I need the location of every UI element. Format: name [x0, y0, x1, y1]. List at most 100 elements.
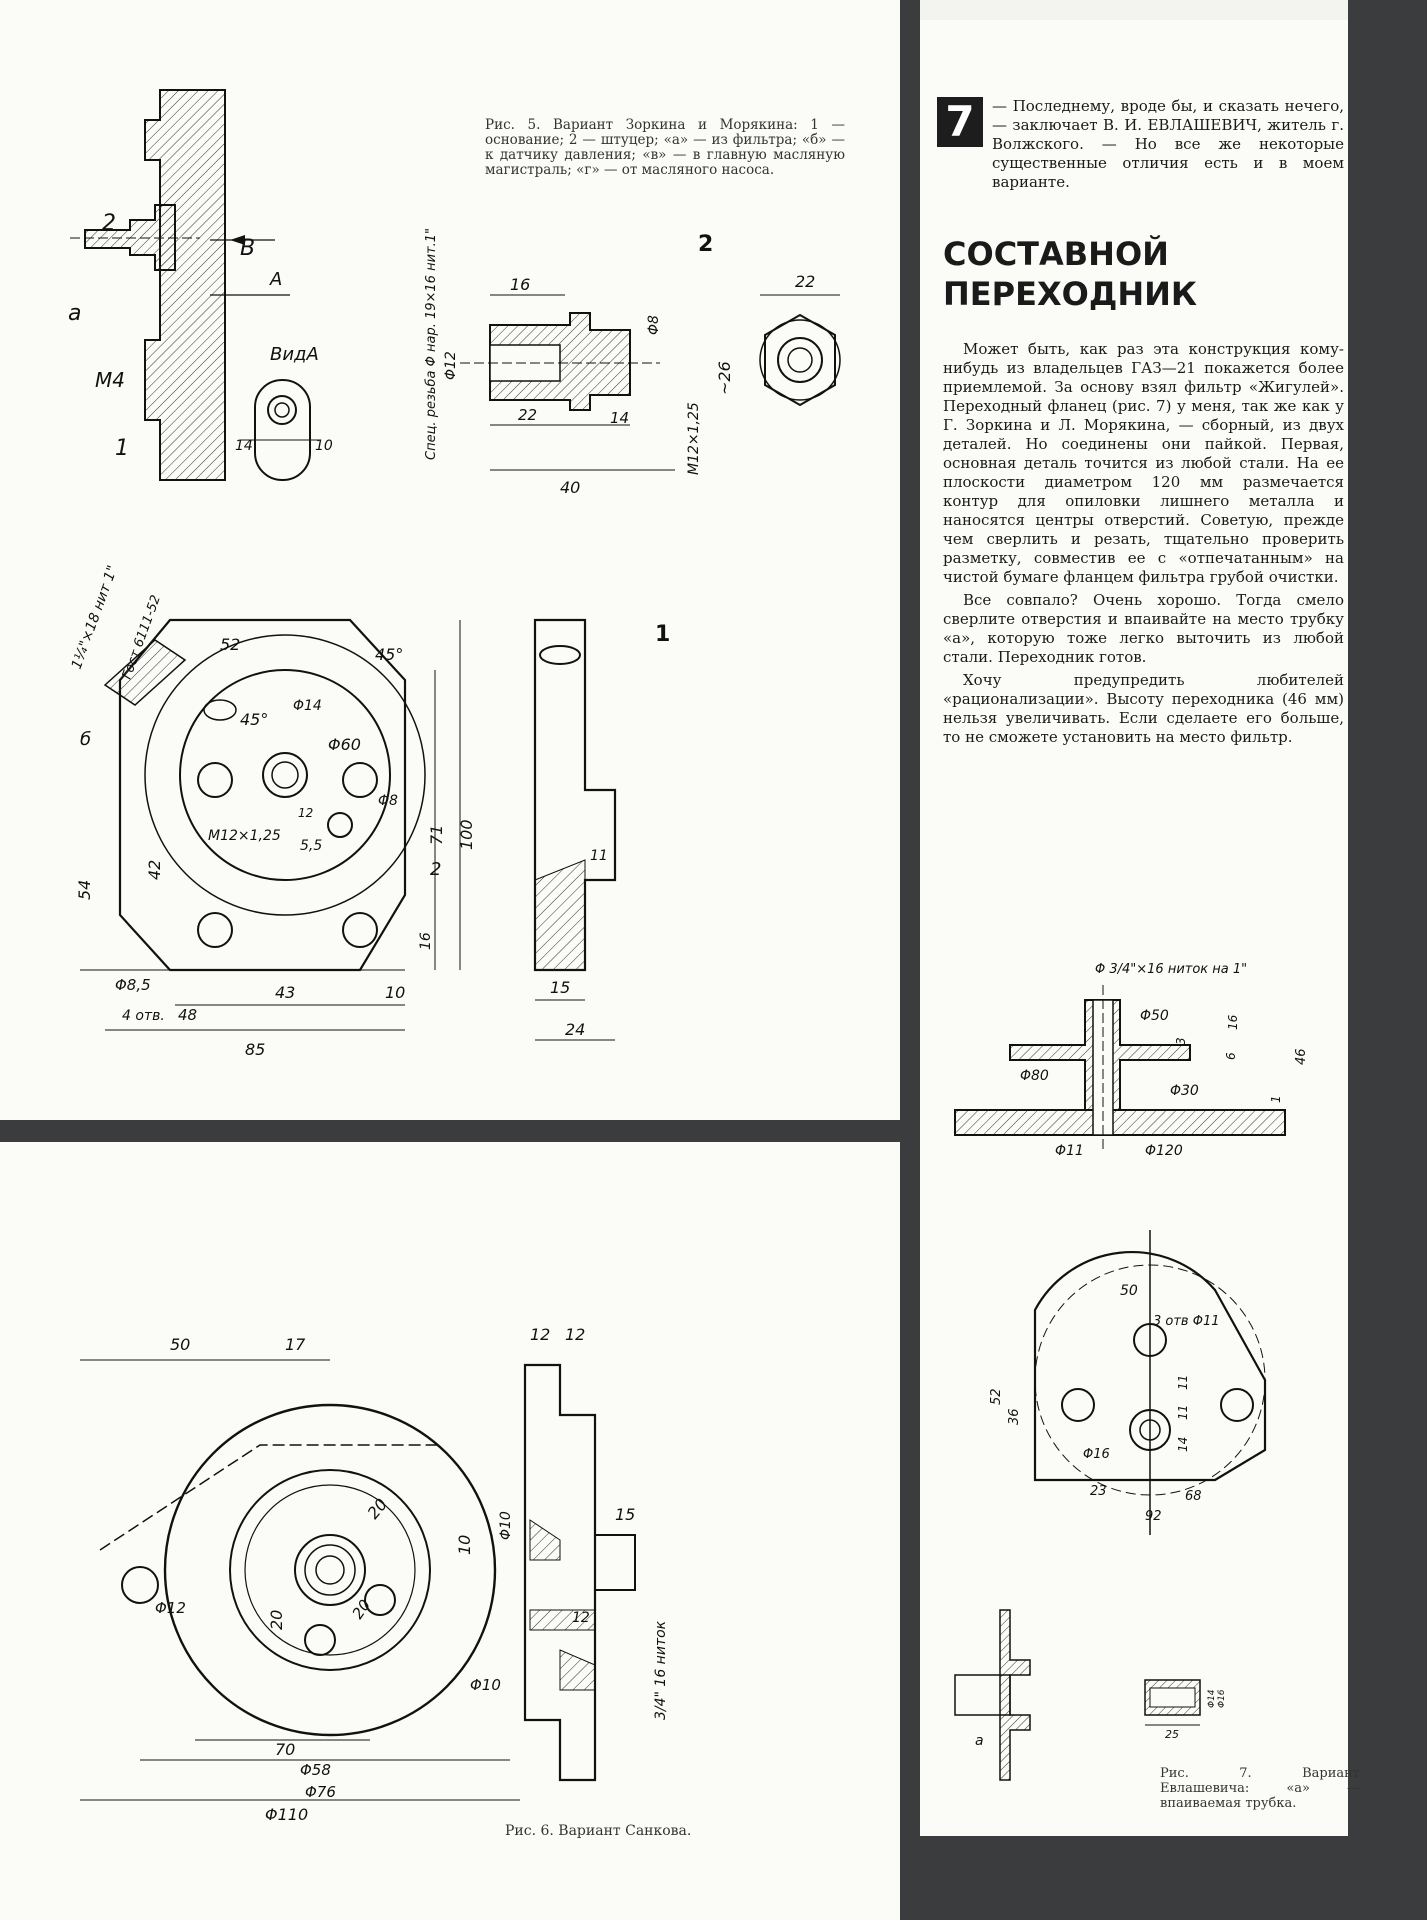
fig6-drawing: 50 17 12 12 20 20 20 10 Φ10 15 Φ12 12 3/… [80, 1325, 669, 1824]
fig6-caption: Рис. 6. Вариант Санкова. [505, 1823, 692, 1839]
fig5-part2-number: 2 [698, 232, 714, 257]
fig7p-d52: 52 [989, 1388, 1004, 1405]
article-title-line1: СОСТАВНОЙ [943, 235, 1169, 273]
fig5p1-part2: 2 [430, 859, 441, 880]
fig5p1-phi14: Φ14 [293, 698, 322, 714]
fig7-caption: Рис. 7. Вариант Евлашевича: «а» — впаива… [1160, 1766, 1360, 1811]
fig5p1-d54: 54 [75, 880, 94, 900]
fig6-d10: 10 [455, 1535, 474, 1555]
fig5-label-a-arrow: А [269, 269, 282, 290]
fig7d-a: а [975, 1733, 984, 1749]
fig5p1-m12: М12×1,25 [208, 828, 281, 844]
article-title-line2: ПЕРЕХОДНИК [943, 275, 1198, 313]
fig5p1-d10: 10 [385, 983, 405, 1002]
fig5p1-a45: 45° [240, 710, 268, 729]
article-paragraph: Хочу предупредить любителей «рационализа… [943, 671, 1344, 746]
fig6-d50: 50 [170, 1335, 190, 1354]
fig5p1-d71: 71 [427, 825, 446, 845]
fig5p1-holes: 4 отв. [122, 1008, 165, 1024]
fig5-label-b: В [240, 236, 255, 261]
fig6-d12a: 12 [530, 1325, 550, 1344]
fig6-phi10a: Φ10 [498, 1511, 514, 1540]
fig7-phi120: Φ120 [1145, 1143, 1183, 1159]
fig5p1-d52: 52 [220, 635, 240, 654]
fig6-d70: 70 [275, 1740, 295, 1759]
fig7p-phi16: Φ16 [1083, 1447, 1110, 1462]
right-column-panel [920, 20, 1348, 1836]
fig5p1-d48: 48 [178, 1006, 197, 1024]
fig5p1-d24: 24 [565, 1020, 585, 1039]
fig5-part1-number: 1 [655, 622, 671, 647]
fig7-section-drawing: Φ 3/4"×16 ниток на 1" Φ50 16 3 6 46 Φ80 … [954, 962, 1309, 1159]
fig7p-holes: 3 отв Φ11 [1153, 1314, 1220, 1329]
section-number-badge: 7 [937, 97, 983, 147]
fig6-thread: 3/4" 16 ниток [653, 1620, 669, 1720]
intro-paragraph: — Последнему, вроде бы, и сказать нечего… [992, 97, 1344, 191]
fig7p-d11a: 11 [1176, 1375, 1190, 1390]
fig5p1-thread: 1¼"×18 нит 1" [69, 563, 121, 671]
fig5p1-b: б [80, 729, 91, 750]
fig5-label-view: ВидА [270, 344, 319, 365]
fig6-phi110: Φ110 [265, 1805, 308, 1824]
fig5p1-d55: 5,5 [300, 838, 322, 854]
fig5p1-d100: 100 [457, 819, 476, 850]
fig5-caption: Рис. 5. Вариант Зоркина и Морякина: 1 — … [485, 117, 845, 178]
fig5p1-d43: 43 [275, 983, 295, 1002]
fig5-part2-drawing: 16 22 Φ8 Φ12 Спец. резьба Φ нар. 19×16 н… [424, 228, 841, 497]
fig6-phi76: Φ76 [305, 1783, 336, 1801]
article-paragraph: Может быть, как раз эта конструкция кому… [943, 340, 1344, 586]
fig6-d20a: 20 [364, 1495, 392, 1523]
separator-horizontal [0, 1120, 920, 1142]
fig5p2-phi8: Φ8 [646, 315, 662, 335]
fig5p1-d15: 15 [550, 978, 570, 997]
fig5p2-dim-26: ~26 [715, 361, 734, 395]
fig5p2-thread: Спец. резьба Φ нар. 19×16 нит.1" [424, 228, 439, 460]
fig5p2-m12: М12×1,25 [686, 402, 702, 475]
fig6-d20b: 20 [267, 1610, 286, 1630]
bottom-left-panel [0, 1142, 900, 1920]
fig7-d46: 46 [1294, 1048, 1309, 1065]
fig7p-d14: 14 [1176, 1437, 1190, 1452]
fig6-phi58: Φ58 [300, 1761, 331, 1779]
fig5-label-2: 2 [102, 211, 116, 236]
fig7-phi50: Φ50 [1140, 1008, 1169, 1024]
fig7p-d50: 50 [1120, 1283, 1138, 1299]
fig5p1-phi60: Φ60 [328, 735, 361, 754]
fig5p1-phi85: Φ8,5 [115, 976, 151, 994]
fig5p1-d11: 11 [590, 848, 608, 864]
fig6-phi10b: Φ10 [470, 1676, 501, 1694]
fig5p1-a45top: 45° [375, 645, 403, 664]
right-margin-dark [1348, 0, 1427, 1920]
fig5p2-dim-14: 14 [610, 409, 629, 427]
article-title: СОСТАВНОЙ ПЕРЕХОДНИК [943, 234, 1343, 314]
fig6-d12c: 12 [572, 1610, 590, 1626]
fig5p2-phi12: Φ12 [443, 351, 459, 380]
fig7-parts-drawing: а Φ14 Φ16 25 [954, 1609, 1227, 1781]
fig7d-d25: 25 [1165, 1728, 1179, 1741]
fig6-d15: 15 [615, 1505, 635, 1524]
separator-vertical [900, 0, 920, 1920]
bottom-dark [910, 1836, 1427, 1920]
fig5p1-d85: 85 [245, 1040, 265, 1059]
fig5p2-dim-40: 40 [560, 478, 580, 497]
fig6-d12b: 12 [565, 1325, 585, 1344]
top-left-panel [0, 0, 900, 1120]
fig5p1-d42: 42 [145, 860, 164, 880]
fig7d-phi14: Φ14 [1207, 1689, 1217, 1708]
fig7p-d23: 23 [1090, 1484, 1107, 1499]
fig6-phi12: Φ12 [155, 1599, 186, 1617]
fig5-dim-10: 10 [315, 438, 333, 454]
fig6-d17: 17 [285, 1335, 306, 1354]
article-paragraph: Все совпало? Очень хорошо. Тогда смело с… [943, 591, 1344, 666]
fig7-d16: 16 [1226, 1014, 1240, 1030]
fig7-phi30: Φ30 [1170, 1083, 1199, 1099]
fig7-d1: 1 [1269, 1095, 1283, 1103]
fig5-label-1: 1 [115, 436, 129, 461]
fig7p-d68: 68 [1185, 1489, 1202, 1504]
fig7-plan-drawing: 50 3 отв Φ11 52 36 11 11 14 Φ16 23 68 92 [989, 1230, 1267, 1535]
fig5-label-a: а [68, 301, 81, 326]
article-body: Может быть, как раз эта конструкция кому… [943, 340, 1344, 751]
fig5-part1-drawing: 1¼"×18 нит 1" Гост 6111-52 52 45° 45° Φ1… [69, 563, 617, 1059]
fig7p-d92: 92 [1145, 1509, 1162, 1524]
fig5-label-m4: М4 [95, 368, 125, 392]
